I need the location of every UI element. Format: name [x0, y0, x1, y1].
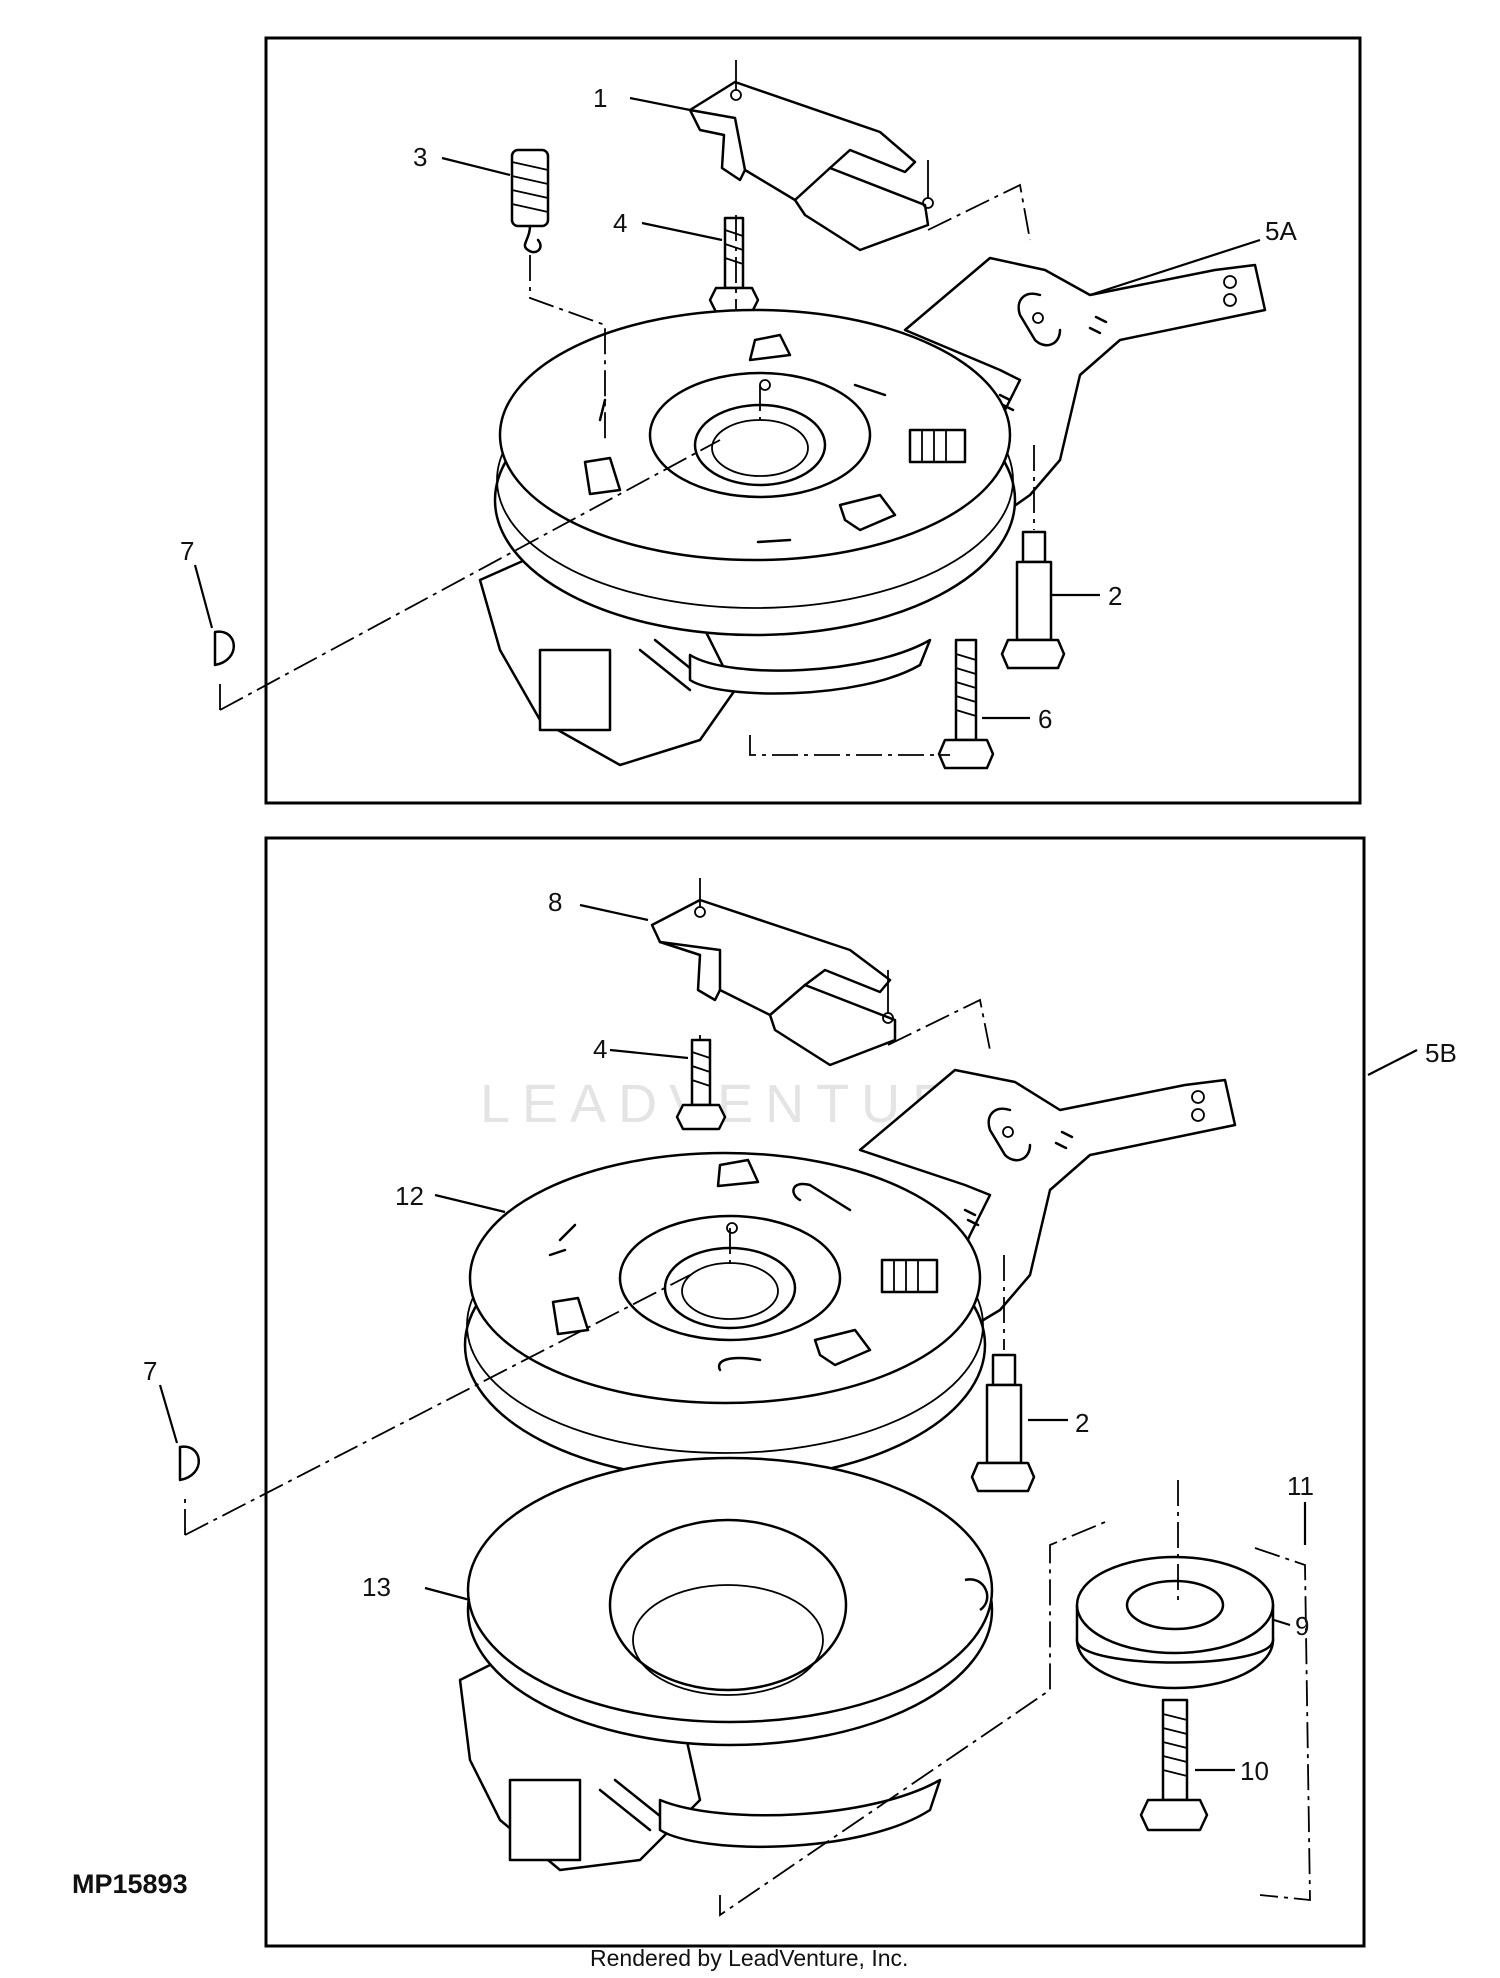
callout-12: 12 [395, 1181, 424, 1211]
bolt-part-4 [708, 216, 760, 314]
panel-b-frame [264, 836, 1366, 1948]
panel-b: 8 4 5B 12 2 7 11 9 13 10 [143, 836, 1457, 1948]
callout-7-b: 7 [143, 1356, 157, 1386]
armature-part-13 [458, 1456, 994, 1872]
callout-7: 7 [180, 536, 194, 566]
callout-6: 6 [1038, 704, 1052, 734]
panel-a-frame [264, 36, 1362, 805]
clutch-part-12 [463, 1151, 987, 1482]
callout-4: 4 [613, 208, 627, 238]
panel-a: 1 3 4 5A 2 6 7 [180, 36, 1362, 805]
key-part-7 [213, 630, 235, 667]
callout-5a: 5A [1265, 216, 1297, 246]
cap-screw-part-6 [937, 638, 995, 770]
bracket-part-8 [650, 878, 897, 1067]
bolt-part-4-b [675, 1038, 727, 1131]
key-part-7-b [178, 1445, 200, 1482]
callout-5b: 5B [1425, 1038, 1457, 1068]
callout-3: 3 [413, 142, 427, 172]
callout-13: 13 [362, 1572, 391, 1602]
center-lines-panel-b [184, 998, 1311, 1917]
callout-2: 2 [1108, 581, 1122, 611]
bracket-part-1 [688, 60, 934, 252]
footer-credit: Rendered by LeadVenture, Inc. [590, 1945, 908, 1971]
shoulder-bolt-part-2 [1000, 530, 1066, 670]
leader-lines-panel-b [158, 903, 1418, 1772]
callout-10: 10 [1240, 1756, 1269, 1786]
callout-4-b: 4 [593, 1034, 607, 1064]
figure-id: MP15893 [72, 1869, 188, 1899]
callout-11: 11 [1287, 1471, 1314, 1501]
callout-1: 1 [593, 83, 607, 113]
clutch-assembly-panel-a [478, 308, 1017, 767]
leader-lines-panel-a [193, 96, 1261, 720]
spring-part-3 [510, 148, 550, 254]
callout-9: 9 [1295, 1611, 1309, 1641]
center-lines-panel-a [219, 183, 1035, 756]
shoulder-bolt-part-2-b [970, 1353, 1036, 1493]
pulley-part-9 [1075, 1555, 1275, 1690]
callout-2-b: 2 [1075, 1408, 1089, 1438]
callout-8: 8 [548, 887, 562, 917]
bolt-part-10 [1139, 1698, 1209, 1832]
